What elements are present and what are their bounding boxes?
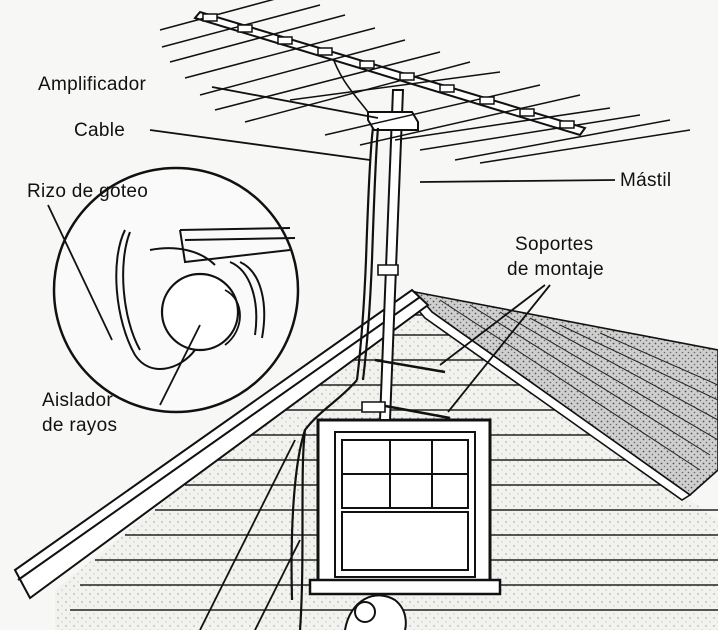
label-rizo-de-goteo: Rizo de goteo <box>27 181 148 203</box>
antenna <box>160 0 690 163</box>
label-aislador-line1: Aislador <box>42 390 113 412</box>
label-mastil: Mástil <box>620 170 671 192</box>
drip-loop-inset <box>54 168 298 412</box>
label-aislador-line2: de rayos <box>42 415 117 437</box>
label-soportes-line2: de montaje <box>507 259 604 281</box>
label-amplificador: Amplificador <box>38 74 146 96</box>
window <box>310 420 500 594</box>
label-soportes-line1: Soportes <box>515 234 593 256</box>
label-cable: Cable <box>74 120 125 142</box>
